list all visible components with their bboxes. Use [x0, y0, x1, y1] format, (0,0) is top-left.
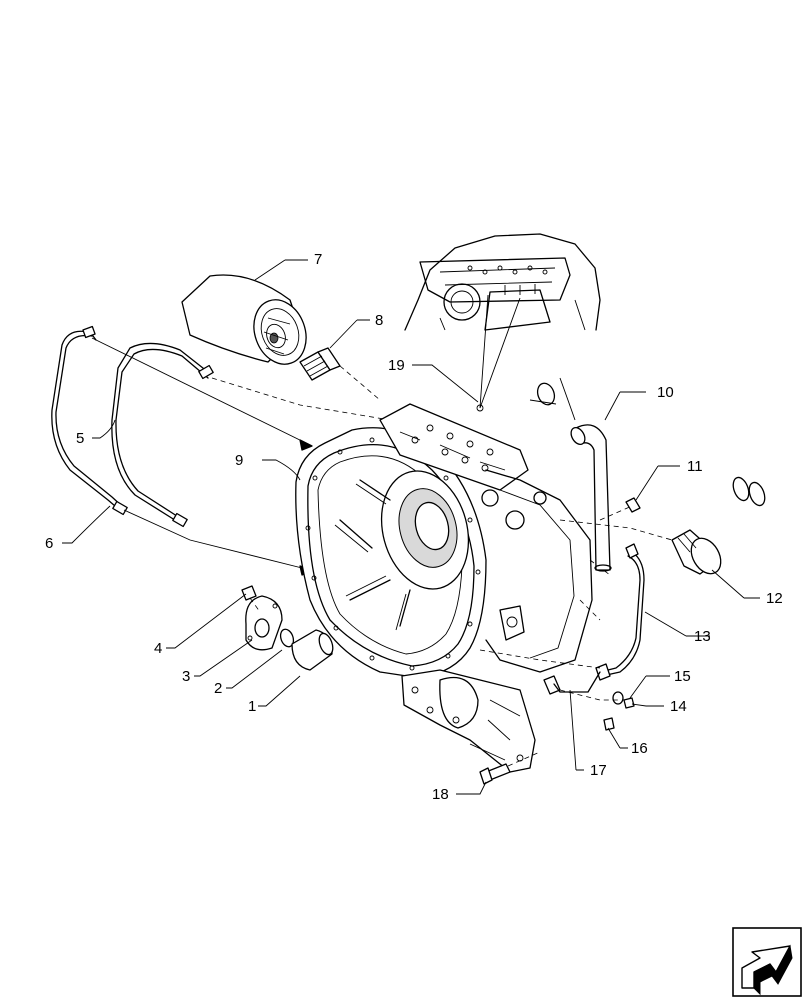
- callout-labels: 1 2 3 4 5 6 7 8 9 10 11 12 13 14 15 16 1…: [45, 251, 783, 803]
- oil-return-pipe: [529, 377, 612, 572]
- callout-2: 2: [214, 680, 222, 697]
- next-page-arrow-icon[interactable]: [732, 927, 802, 997]
- callout-5: 5: [76, 430, 84, 447]
- callout-7: 7: [314, 251, 322, 268]
- filter-adapter-fitting: [299, 347, 381, 401]
- callout-12: 12: [766, 590, 783, 607]
- callout-13: 13: [694, 628, 711, 645]
- cover-plate-assembly: [241, 585, 334, 671]
- callout-17: 17: [590, 762, 607, 779]
- callout-16: 16: [631, 740, 648, 757]
- callout-11: 11: [687, 458, 703, 475]
- callout-15: 15: [674, 668, 691, 685]
- oil-pipes: [51, 325, 391, 576]
- callout-10: 10: [657, 384, 674, 401]
- inset-detail-view: [404, 233, 601, 412]
- callout-19: 19: [388, 357, 405, 374]
- callout-3: 3: [182, 668, 190, 685]
- callout-18: 18: [432, 786, 449, 803]
- callout-9: 9: [235, 452, 243, 469]
- transmission-housing: [295, 403, 611, 773]
- callout-4: 4: [154, 640, 162, 657]
- leader-lines: [62, 259, 760, 795]
- callout-8: 8: [375, 312, 383, 329]
- oil-filter: [181, 274, 307, 365]
- callout-6: 6: [45, 535, 53, 552]
- small-fittings: [479, 476, 766, 731]
- housing-bolt: [479, 751, 541, 785]
- callout-14: 14: [670, 698, 687, 715]
- callout-1: 1: [248, 698, 256, 715]
